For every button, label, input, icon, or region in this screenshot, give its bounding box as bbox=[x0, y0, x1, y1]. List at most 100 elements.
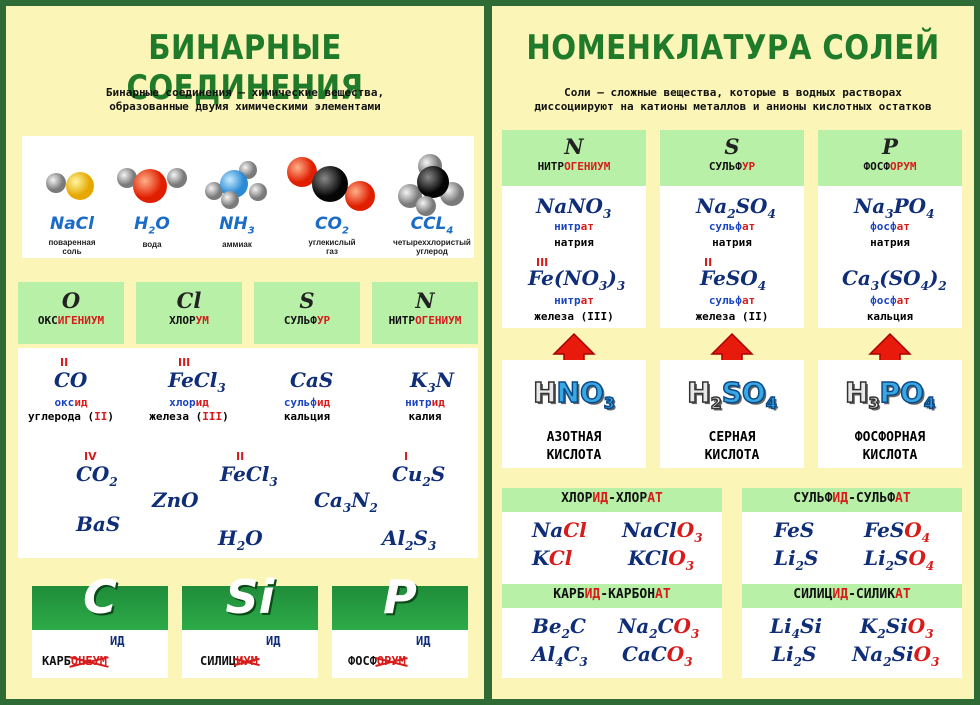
nh3-model bbox=[205, 161, 267, 209]
salt-name-sulfate-2: сульфат bbox=[708, 294, 756, 307]
special-symbol-c: C bbox=[83, 570, 117, 624]
pair-header-silicide-silicate: СИЛИЦИД-СИЛИКАТ bbox=[742, 584, 962, 608]
right-intro-line2: диссоциируют на катионы металлов и анион… bbox=[534, 100, 932, 113]
special-name-si: СИЛИЦИУМ bbox=[200, 654, 258, 668]
salt-name-phosphate-2: фосфат bbox=[870, 294, 910, 307]
element-header-o: O ОКСИГЕНИУМ bbox=[18, 282, 124, 344]
acid-word-phosphoric: КИСЛОТА bbox=[862, 448, 918, 463]
pair-kcl: KCl bbox=[532, 546, 573, 570]
h2o-model bbox=[117, 168, 187, 203]
formula-h2o: H2O bbox=[218, 526, 263, 553]
valence-co: II bbox=[60, 356, 69, 369]
binary-examples-box: II CO оксид углерода (II) III FeCl3 хлор… bbox=[18, 348, 478, 558]
mol-formula-co2: CO2 bbox=[315, 214, 349, 237]
pair-header-sulfide-sulfate: СУЛЬФИД-СУЛЬФАТ bbox=[742, 488, 962, 512]
formula-cas: CaS bbox=[290, 368, 334, 392]
formula-al2s3: Al2S3 bbox=[382, 526, 437, 553]
desc-fecl3: железа (III) bbox=[149, 410, 229, 423]
formula-bas: BaS bbox=[76, 512, 121, 536]
acid-word-nitric: КИСЛОТА bbox=[546, 448, 602, 463]
acid-word-sulfuric: КИСЛОТА bbox=[704, 448, 760, 463]
mol-label-nh3: аммиак bbox=[222, 240, 252, 249]
ccl4-model bbox=[398, 154, 464, 216]
pair-nacl: NaCl bbox=[532, 518, 587, 542]
name-oxide: оксид bbox=[54, 396, 88, 409]
pair-li2s: Li2S bbox=[774, 546, 819, 573]
acid-formula-h3po4: H3PO4 bbox=[844, 375, 936, 413]
molecule-models bbox=[46, 154, 464, 216]
salt-desc-ca3: кальция bbox=[866, 310, 914, 323]
salt-header-s: S СУЛЬФУР bbox=[660, 130, 804, 186]
special-name-c: КАРБОНЕУМ bbox=[42, 654, 108, 668]
name-chloride: хлорид bbox=[169, 396, 209, 409]
special-block-c: C ИД КАРБОНЕУМ bbox=[32, 570, 168, 678]
pair-be2c: Be2C bbox=[532, 614, 586, 641]
formula-co2: CO2 bbox=[76, 462, 118, 489]
special-block-si: Si ИД СИЛИЦИУМ bbox=[182, 570, 318, 678]
salt-desc-feso4: железа (II) bbox=[695, 310, 769, 323]
formula-co: CO bbox=[54, 368, 88, 392]
acid-name-nitric: АЗОТНАЯ bbox=[546, 430, 602, 445]
acid-name-phosphoric: ФОСФОРНАЯ bbox=[854, 430, 926, 445]
salt-header-p: P ФОСФОРУМ bbox=[818, 130, 962, 186]
mol-formula-ccl4: CCL4 bbox=[410, 214, 454, 237]
right-title: НОМЕНКЛАТУРА СОЛЕЙ bbox=[526, 28, 940, 68]
special-block-p: P ИД ФОСФОРУМ bbox=[332, 570, 468, 678]
pair-na2co3: Na2CO3 bbox=[618, 614, 700, 641]
left-intro-line2: образованные двумя химическими элементам… bbox=[109, 100, 381, 113]
valence-cu2s: I bbox=[404, 450, 409, 463]
salt-name-phosphate: фосфат bbox=[870, 220, 910, 233]
right-intro-line1: Соли — сложные вещества, которые в водны… bbox=[564, 86, 902, 99]
pair-k2sio3: K2SiO3 bbox=[860, 614, 934, 641]
desc-cas: кальция bbox=[283, 410, 331, 423]
salt-nomenclature-panel: НОМЕНКЛАТУРА СОЛЕЙ Соли — сложные вещест… bbox=[492, 6, 974, 699]
acid-box-n: HNO3 АЗОТНАЯ КИСЛОТА bbox=[502, 360, 646, 468]
desc-co: углерода (II) bbox=[27, 410, 115, 423]
salt-name-nitrate-2: нитрат bbox=[554, 294, 594, 307]
salt-desc-nano3: натрия bbox=[554, 236, 594, 249]
special-suffix-p: ИД ФОСФОРУМ bbox=[332, 630, 468, 678]
salt-ca3so42: Ca3(SO4)2 bbox=[842, 266, 947, 293]
special-suffix-c: ИД КАРБОНЕУМ bbox=[32, 630, 168, 678]
suffix-id-c: ИД bbox=[110, 634, 125, 648]
element-header-cl: Cl ХЛОРУМ bbox=[136, 282, 242, 344]
element-header-n: N НИТРОГЕНИУМ bbox=[372, 282, 478, 344]
pair-naclo3: NaClO3 bbox=[622, 518, 703, 545]
acid-box-p: H3PO4 ФОСФОРНАЯ КИСЛОТА bbox=[818, 360, 962, 468]
pair-header-carbide-carbonate: КАРБИД-КАРБОНАТ bbox=[502, 584, 722, 608]
mol-formula-nacl: NaCl bbox=[49, 214, 94, 234]
pair-kclo3: KClO3 bbox=[628, 546, 695, 573]
acid-formula-h2so4: H2SO4 bbox=[686, 375, 777, 413]
right-intro: Соли — сложные вещества, которые в водны… bbox=[492, 86, 974, 114]
mol-formula-nh3: NH3 bbox=[219, 214, 255, 237]
pair-al4c3: Al4C3 bbox=[532, 642, 588, 669]
binary-compounds-panel: БИНАРНЫЕ СОЕДИНЕНИЯ Бинарные соединения … bbox=[6, 6, 484, 699]
name-sulfide: сульфид bbox=[283, 396, 331, 409]
formula-fecl3-extra: FeCl3 bbox=[220, 462, 278, 489]
pair-fes: FeS bbox=[774, 518, 815, 542]
salt-fe-no3-3: Fe(NO3)3 bbox=[528, 266, 626, 293]
salt-desc-na2so4: натрия bbox=[712, 236, 752, 249]
salt-name-nitrate: нитрат bbox=[554, 220, 594, 233]
formula-cu2s: Cu2S bbox=[392, 462, 446, 489]
salt-na2so4: Na2SO4 bbox=[696, 194, 776, 221]
salts-box-p: Na3PO4 фосфат натрия Ca3(SO4)2 фосфат ка… bbox=[818, 186, 962, 328]
name-nitride: нитрид bbox=[405, 396, 445, 409]
salts-box-s: Na2SO4 сульфат натрия II FeSO4 сульфат ж… bbox=[660, 186, 804, 328]
salt-desc-fe-nitrate: железа (III) bbox=[534, 310, 614, 323]
formula-zno: ZnO bbox=[152, 488, 199, 512]
salt-feso4: FeSO4 bbox=[700, 266, 767, 293]
salts-box-n: NaNO3 нитрат натрия III Fe(NO3)3 нитрат … bbox=[502, 186, 646, 328]
pair-li2so4: Li2SO4 bbox=[864, 546, 935, 573]
formula-k3n: K3N bbox=[410, 368, 455, 395]
valence-fe-sulfate: II bbox=[704, 256, 713, 269]
desc-k3n: калия bbox=[408, 410, 442, 423]
valence-fe-nitrate: III bbox=[536, 256, 549, 269]
co2-model bbox=[287, 157, 375, 211]
special-name-p: ФОСФОРУМ bbox=[348, 654, 406, 668]
pair-li2s-2: Li2S bbox=[772, 642, 817, 669]
salt-na3po4: Na3PO4 bbox=[854, 194, 935, 221]
